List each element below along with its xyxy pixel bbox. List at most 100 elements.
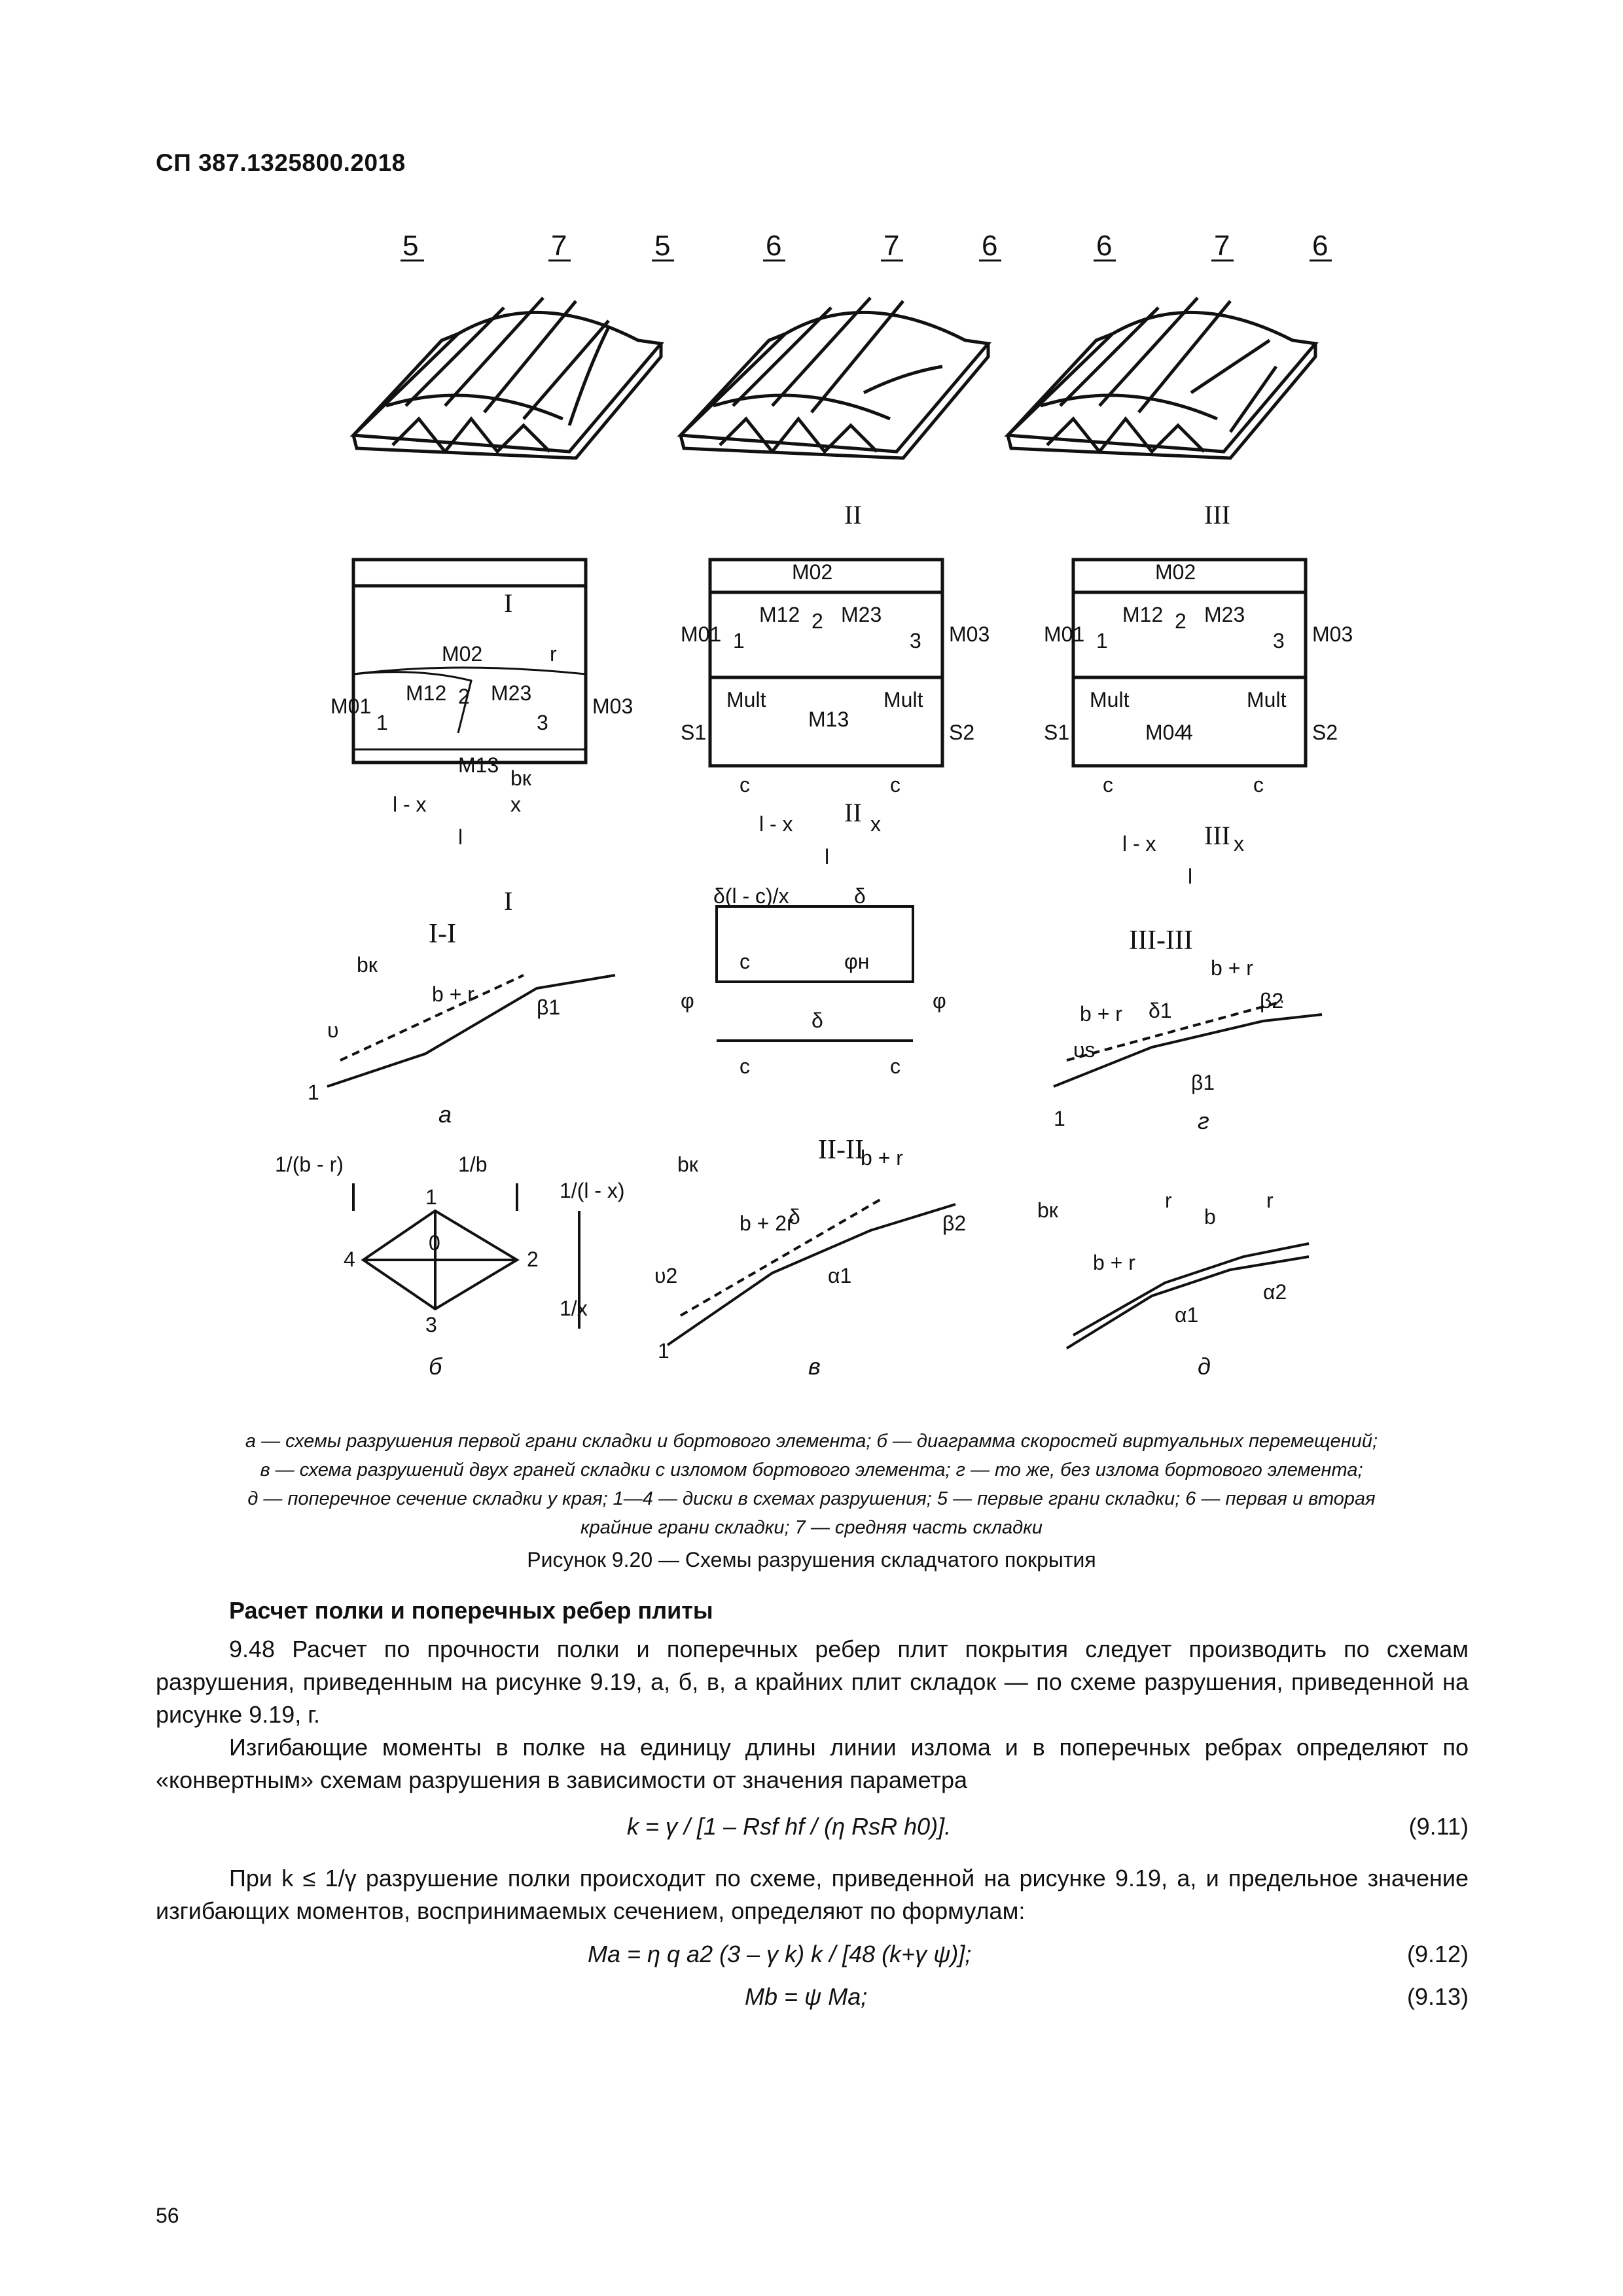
label-upsilon-a: υ [327,1018,339,1042]
label-one-g: 1 [1054,1107,1065,1130]
caption-line-4: крайние грани складки; 7 — средняя часть… [580,1517,1043,1538]
section-title-I-I: I-I [429,919,456,949]
paragraph-9-48-text: 9.48 Расчет по прочности полки и попереч… [156,1636,1469,1728]
label-7-middle: 7 [883,230,899,262]
label-bk-1: bк [510,766,532,790]
formula-9-13-number: (9.13) [1406,1983,1469,2010]
label-m01-1: M01 [330,694,371,718]
label-alpha1-d: α1 [1175,1303,1198,1327]
label-b-plus-r-a: b + r [432,982,474,1006]
label-b-plus-r-g1: b + r [1211,956,1253,980]
label-m12-3: M12 [1122,603,1163,626]
sub-label-b: б [429,1353,443,1380]
label-bk-d: bк [1037,1198,1059,1222]
formula-9-12-expr: Ma = η q a2 (3 – γ k) k / [48 (k+γ ψ)]; [588,1941,972,1967]
label-mult-right-3: Mult [1247,688,1287,711]
perspective-view-1 [349,296,664,460]
figure-title: Рисунок 9.20 — Схемы разрушения складчат… [527,1548,1096,1571]
label-disc-4-3: 4 [1181,721,1193,744]
label-5-left: 5 [402,230,418,262]
section-title-II-II: II-II [818,1135,864,1165]
label-inv-b: 1/b [458,1153,487,1176]
formula-9-13: Mb = ψ Ma; (9.13) [156,1983,1469,2016]
label-disc-1-3: 1 [1096,629,1108,653]
formula-9-12: Ma = η q a2 (3 – γ k) k / [48 (k+γ ψ)]; … [156,1941,1469,1973]
node-0: 0 [429,1231,440,1255]
label-m04-3: M04 [1145,721,1186,744]
figure-9-20: 5 7 5 6 7 6 6 7 6 I I II II III III M02 … [275,230,1353,1380]
label-one-v: 1 [658,1339,669,1363]
label-disc-2-3: 2 [1175,609,1186,633]
label-delta-lcx: δ(l - c)/x [713,884,789,908]
label-5-right: 5 [654,230,670,262]
bottom-diagrams [352,1183,1310,1350]
sub-label-a: а [438,1101,452,1128]
label-bk-v: bк [677,1153,699,1176]
label-phi-left: φ [681,989,694,1013]
label-s1-2: S1 [681,721,706,744]
label-m23-3: M23 [1204,603,1245,626]
formula-9-11-number: (9.11) [1408,1813,1469,1840]
label-delta-v: δ [789,1205,800,1229]
bottom-labels: 1/(b - r) 1/b 1/(l - x) 1/x 0 1 2 3 4 bк… [275,1146,1287,1363]
label-m13-1: M13 [458,753,499,777]
label-m02-1: M02 [442,642,482,666]
label-m12-2: M12 [759,603,800,626]
top-labels: 5 7 5 6 7 6 6 7 6 [402,230,1328,262]
formula-9-11-expr: k = γ / [1 – Rsf hf / (η RsR h0)]. [627,1813,952,1840]
section-drawings [327,905,1323,1088]
label-c-v1: c [740,950,750,973]
page-number: 56 [156,2204,179,2227]
section-mark-II-bottom: II [844,798,862,827]
label-alpha2-d: α2 [1263,1280,1287,1304]
label-disc-2: 2 [458,685,470,708]
label-b-plus-r-v: b + r [861,1146,903,1170]
caption-line-1: а — схемы разрушения первой грани складк… [245,1431,1378,1452]
section-title-III-III: III-III [1129,925,1193,956]
plan-views [351,558,1308,768]
label-inv-x: 1/x [560,1297,588,1320]
label-alpha1-v: α1 [828,1264,851,1287]
paragraph-moments-text: Изгибающие моменты в полке на единицу дл… [156,1734,1469,1793]
label-m01-3: M01 [1044,622,1084,646]
label-l-minus-x-1: l - x [393,793,427,816]
label-beta2-g: β2 [1260,989,1283,1013]
label-s2-2: S2 [949,721,974,744]
label-l-minus-x-2: l - x [759,812,793,836]
node-1: 1 [425,1185,437,1209]
label-delta1-g: δ1 [1149,999,1172,1022]
perspective-view-2 [677,296,991,460]
caption-line-2: в — схема разрушений двух граней складки… [260,1460,1363,1480]
label-x-1: x [510,793,521,816]
label-m12-1: M12 [406,681,446,705]
section-mark-II-top: II [844,500,862,529]
label-m03-3: M03 [1312,622,1353,646]
caption-line-3: д — поперечное сечение складки у края; 1… [247,1488,1376,1509]
label-beta2-v: β2 [942,1211,966,1235]
label-disc-3-2: 3 [910,629,921,653]
label-6-left-3: 6 [1096,230,1112,262]
section-marks: I I II II III III [504,500,1230,916]
formula-9-13-expr: Mb = ψ Ma; [745,1983,868,2010]
label-one-a: 1 [308,1081,319,1104]
label-l-2: l [825,845,829,869]
label-mult-left-3: Mult [1090,688,1130,711]
paragraph-condition: При k ≤ 1/γ разрушение полки происходит … [156,1862,1469,1928]
figure-caption: а — схемы разрушения первой грани складк… [157,1427,1466,1542]
label-r-d1: r [1165,1189,1172,1212]
label-l-minus-x-3: l - x [1122,832,1156,855]
label-mult-left-2: Mult [726,688,766,711]
node-4: 4 [344,1247,355,1271]
formula-9-11: k = γ / [1 – Rsf hf / (η RsR h0)]. (9.11… [156,1813,1469,1846]
label-b-d: b [1204,1205,1216,1229]
node-2: 2 [527,1247,539,1271]
label-m02-2: M02 [792,560,832,584]
label-m03-2: M03 [949,622,990,646]
label-l-1: l [458,825,463,849]
label-b-plus-r-g2: b + r [1080,1002,1122,1026]
label-disc-1: 1 [376,711,388,734]
label-disc-3-3: 3 [1273,629,1285,653]
label-disc-3: 3 [537,711,548,734]
formula-9-12-number: (9.12) [1406,1941,1469,1967]
label-inv-b-minus-r: 1/(b - r) [275,1153,344,1176]
